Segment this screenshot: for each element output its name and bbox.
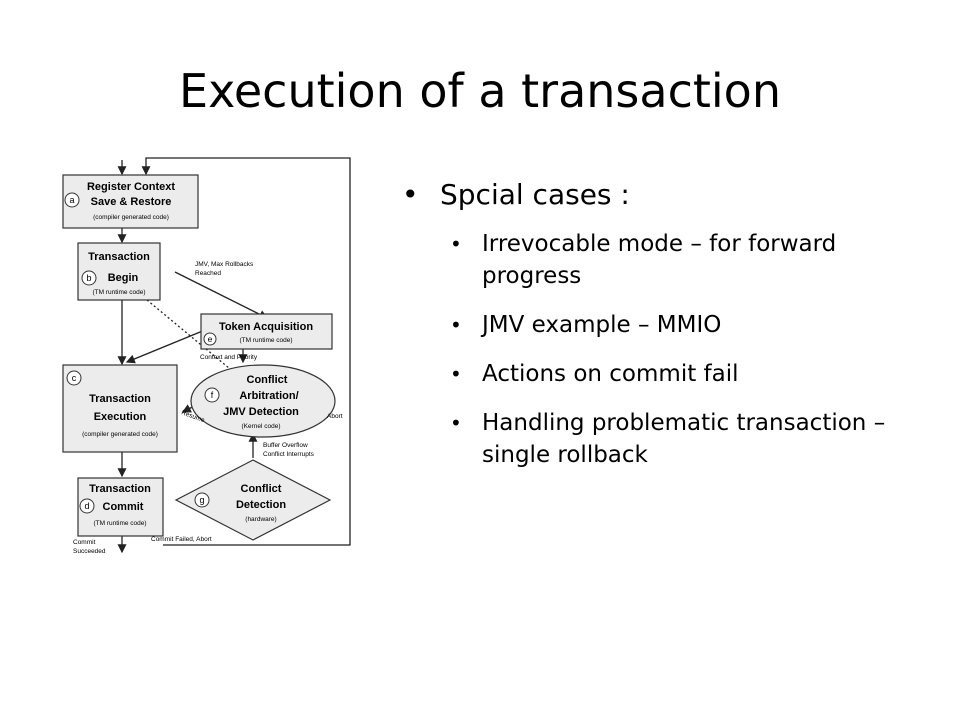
transaction-execution-line2: Execution xyxy=(94,411,147,423)
abort-label: Abort xyxy=(327,413,343,420)
register-context-marker: a xyxy=(69,195,74,205)
transaction-commit-marker: d xyxy=(84,501,89,511)
transaction-begin-sub: (TM runtime code) xyxy=(92,289,145,296)
conflict-arbitration-marker: f xyxy=(211,390,214,400)
bullet-item-commit-fail: Actions on commit fail xyxy=(400,358,940,390)
register-context-line2: Save & Restore xyxy=(91,196,172,208)
commit-succeeded-label-1: Commit xyxy=(73,539,96,546)
conflict-detection-diamond: g Conflict Detection (hardware) xyxy=(174,459,332,541)
bullet-list: Spcial cases : Irrevocable mode – for fo… xyxy=(400,178,940,488)
transaction-commit-line1: Transaction xyxy=(89,483,151,495)
token-acquisition-marker: e xyxy=(208,334,213,344)
register-context-line1: Register Context xyxy=(87,181,175,193)
conflict-detection-sub: (hardware) xyxy=(245,516,276,523)
conflict-arbitration-line3: JMV Detection xyxy=(223,406,299,418)
transaction-begin-line1: Transaction xyxy=(88,251,150,263)
conflict-detection-line1: Conflict xyxy=(241,483,282,495)
register-context-box: a Register Context Save & Restore (compi… xyxy=(62,174,199,229)
commit-failed-label: Commit Failed, Abort xyxy=(151,536,212,543)
jmv-max-label-1: JMV, Max Rollbacks xyxy=(195,261,254,268)
transaction-commit-line2: Commit xyxy=(103,501,144,513)
conflict-detection-line2: Detection xyxy=(236,499,286,511)
token-acquisition-line1: Token Acquisition xyxy=(219,321,313,333)
transaction-execution-box: c Transaction Execution (compiler genera… xyxy=(62,364,178,453)
bullet-item-irrevocable: Irrevocable mode – for forward progress xyxy=(400,228,940,292)
slide-title: Execution of a transaction xyxy=(179,64,781,118)
conflict-arbitration-line1: Conflict xyxy=(247,374,288,386)
transaction-commit-sub: (TM runtime code) xyxy=(93,520,146,527)
transaction-commit-box: d Transaction Commit (TM runtime code) xyxy=(77,477,164,537)
conflict-arbitration-sub: (Kernel code) xyxy=(241,423,280,430)
token-acquisition-sub: (TM runtime code) xyxy=(239,337,292,344)
transaction-execution-marker: c xyxy=(72,373,77,383)
transaction-execution-sub: (compiler generated code) xyxy=(82,431,158,438)
conflict-arbitration-line2: Arbitration/ xyxy=(239,390,298,402)
conflict-detection-marker: g xyxy=(199,495,204,505)
context-priority-label: Context and Priority xyxy=(200,354,258,361)
transaction-begin-line2: Begin xyxy=(108,272,139,284)
transaction-begin-box: b Transaction Begin (TM runtime code) xyxy=(77,242,161,301)
bullet-item-problematic: Handling problematic transaction – singl… xyxy=(400,407,940,471)
conflict-interrupts-label: Conflict Interrupts xyxy=(263,451,315,458)
bullet-item-jmv: JMV example – MMIO xyxy=(400,309,940,341)
register-context-sub: (compiler generated code) xyxy=(93,214,169,221)
bullet-heading: Spcial cases : xyxy=(400,178,940,212)
jmv-max-label-2: Reached xyxy=(195,270,221,277)
transaction-execution-line1: Transaction xyxy=(89,393,151,405)
token-acquisition-box: e Token Acquisition (TM runtime code) xyxy=(200,313,333,350)
transaction-begin-marker: b xyxy=(86,273,91,283)
connector-lines xyxy=(117,157,351,554)
buffer-overflow-label: Buffer Overflow xyxy=(263,442,308,449)
transaction-flow-diagram: a Register Context Save & Restore (compi… xyxy=(62,157,351,555)
conflict-arbitration-ellipse: f Conflict Arbitration/ JMV Detection (K… xyxy=(190,364,336,438)
commit-succeeded-label-2: Succeeded xyxy=(73,548,106,555)
